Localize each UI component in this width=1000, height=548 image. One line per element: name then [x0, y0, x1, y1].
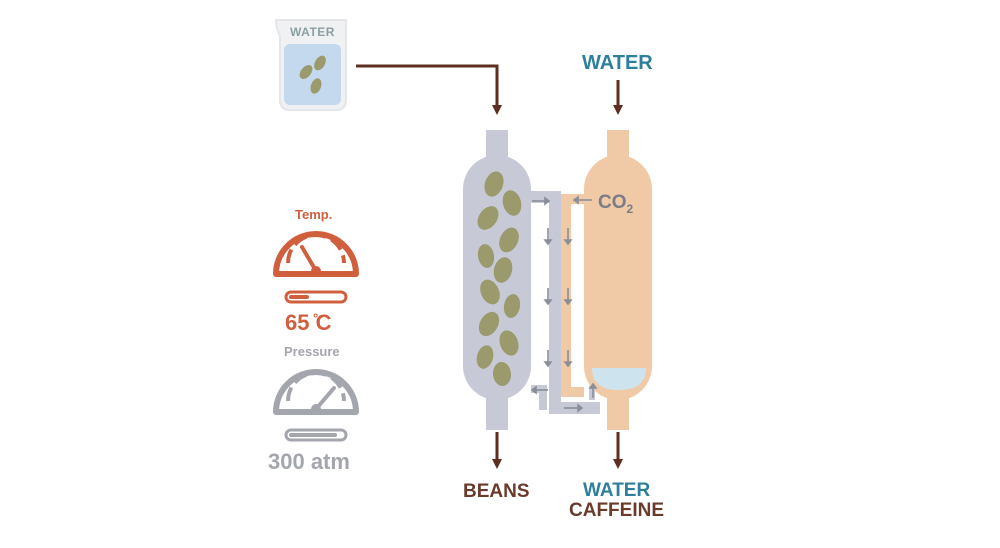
temperature-title: Temp.	[295, 207, 333, 222]
beaker-feed-arrow	[356, 64, 502, 115]
beaker-icon	[274, 19, 347, 111]
co2-label: CO2	[598, 193, 633, 215]
co2-subscript: 2	[626, 201, 634, 216]
column-beans	[476, 171, 522, 386]
coffee-bean-icon	[299, 55, 326, 94]
water-output-label: WATER	[583, 480, 651, 501]
pressure-value: 300 atm	[268, 449, 350, 474]
co2-text: CO	[598, 192, 627, 213]
water-absorption-column	[584, 130, 652, 430]
beaker-label: WATER	[290, 25, 335, 39]
pressure-gauge-icon	[273, 369, 359, 442]
pressure-title: Pressure	[284, 344, 340, 359]
beans-output-label: BEANS	[463, 481, 530, 502]
flow-arrow-icon	[530, 195, 598, 413]
caffeine-output-label: CAFFEINE	[569, 500, 664, 521]
water-input-label: WATER	[582, 52, 653, 74]
thermometer-gauge-icon	[273, 231, 359, 304]
temperature-value: 65 ̊C	[285, 310, 332, 335]
